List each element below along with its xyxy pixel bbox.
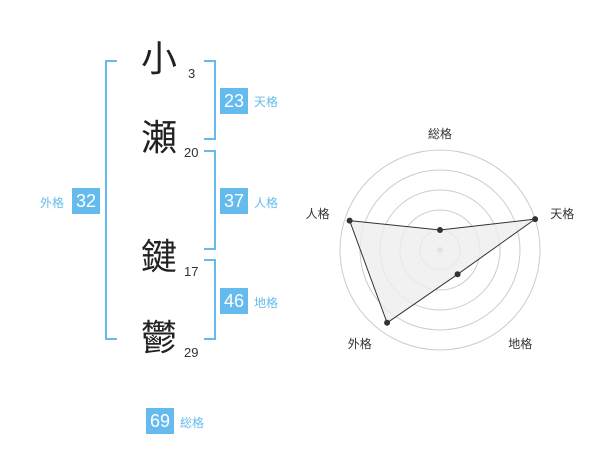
soukaku-value-badge: 69 bbox=[146, 408, 174, 434]
chikaku-bracket bbox=[204, 259, 216, 340]
name-char-3: 鍵 bbox=[141, 237, 178, 278]
chikaku-label: 地格 bbox=[254, 296, 279, 310]
stroke-count-2: 20 bbox=[184, 145, 199, 160]
soukaku-label: 総格 bbox=[180, 416, 205, 430]
name-char-2: 瀬 bbox=[141, 118, 178, 159]
radar-polygon bbox=[348, 218, 536, 324]
jinkaku-label: 人格 bbox=[254, 196, 279, 210]
tenkaku-bracket bbox=[204, 60, 216, 140]
tenkaku-label: 天格 bbox=[254, 95, 279, 109]
jinkaku-bracket bbox=[204, 150, 216, 250]
radar-point bbox=[437, 227, 443, 233]
stroke-count-1: 3 bbox=[188, 66, 196, 81]
stroke-count-4: 29 bbox=[184, 345, 199, 360]
name-char-4: 鬱 bbox=[141, 318, 178, 359]
radar-point bbox=[346, 217, 353, 224]
gaikaku-bracket bbox=[105, 60, 117, 340]
radar-axis-label: 天格 bbox=[550, 206, 574, 221]
radar-point bbox=[532, 216, 539, 223]
radar-axis-label: 人格 bbox=[306, 206, 330, 221]
gaikaku-label: 外格 bbox=[40, 196, 65, 210]
radar-axis-label: 外格 bbox=[348, 336, 372, 351]
jinkaku-value-badge: 37 bbox=[220, 188, 248, 214]
gaikaku-value-badge: 32 bbox=[72, 188, 100, 214]
radar-axis-label: 地格 bbox=[508, 336, 532, 351]
stroke-count-3: 17 bbox=[184, 264, 199, 279]
radar-point bbox=[454, 271, 461, 278]
radar-ring bbox=[339, 149, 541, 351]
chikaku-value-badge: 46 bbox=[220, 288, 248, 314]
radar-axis-label: 総格 bbox=[428, 126, 452, 141]
tenkaku-value-badge: 23 bbox=[220, 88, 248, 114]
radar-point bbox=[384, 319, 391, 326]
name-char-1: 小 bbox=[141, 39, 178, 80]
